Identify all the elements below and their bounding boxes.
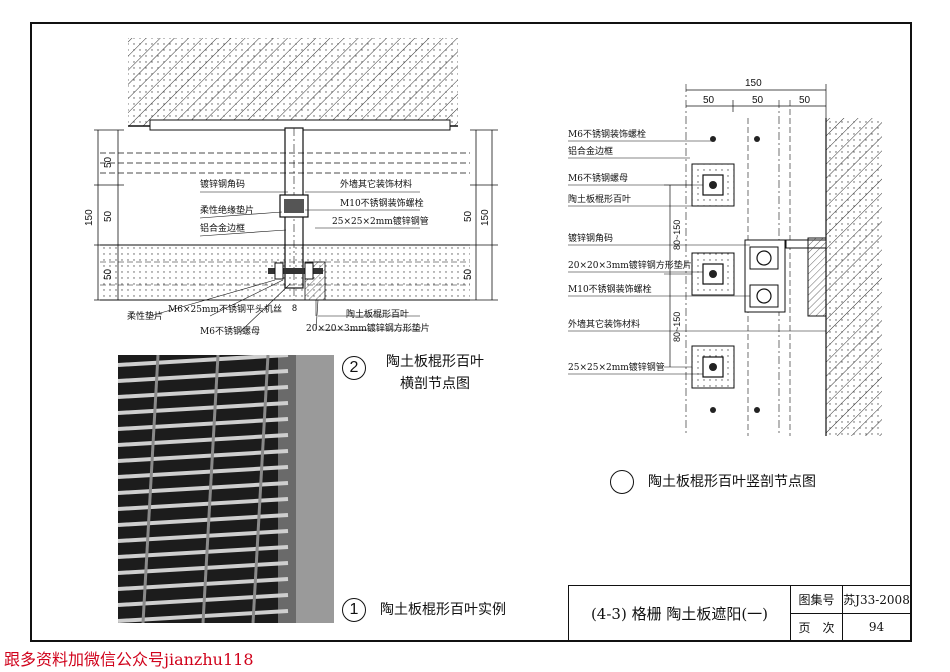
- dim-right-50a: 50: [463, 210, 474, 222]
- sheet-border: [30, 22, 912, 642]
- vertical-section-drawing: [568, 84, 882, 436]
- atlas-value: 苏J33-2008: [843, 586, 911, 614]
- drawing-3-number: [610, 470, 634, 494]
- label-steel-tube: 25×25×2mm镀锌钢管: [332, 217, 429, 227]
- dim-right-50b: 50: [463, 268, 474, 280]
- dim-top-50a: 50: [703, 95, 715, 106]
- dim-small-8: 8: [292, 303, 298, 313]
- drawing-1-number: 1: [342, 598, 366, 622]
- label-v-m6-bolt: M6不锈钢装饰螺栓: [568, 130, 646, 140]
- label-clay-louver: 陶土板棍形百叶: [346, 310, 410, 320]
- atlas-label: 图集号: [791, 586, 843, 614]
- label-v-alu-frame: 铝合金边框: [568, 147, 614, 157]
- dim-right-150: 150: [480, 209, 491, 226]
- dim-top-50b: 50: [752, 95, 764, 106]
- page-label: 页 次: [791, 614, 843, 641]
- dim-top-150: 150: [745, 78, 762, 89]
- horizontal-section-drawing: [94, 38, 498, 333]
- dim-left-50c: 50: [103, 268, 114, 280]
- dim-left-150: 150: [84, 209, 95, 226]
- dim-left-50b: 50: [103, 210, 114, 222]
- label-alu-frame: 铝合金边框: [200, 224, 246, 234]
- label-exterior-finish: 外墙其它装饰材料: [340, 180, 413, 190]
- drawing-1-caption: 陶土板棍形百叶实例: [380, 602, 506, 618]
- footer-promo-note: 跟多资料加微信公众号jianzhu118: [4, 650, 254, 669]
- label-m10-bolt: M10不锈钢装饰螺栓: [340, 199, 424, 209]
- label-v-m10-bolt: M10不锈钢装饰螺栓: [568, 285, 652, 295]
- label-flexible-pad: 柔性绝缘垫片: [200, 206, 255, 216]
- label-v-exterior-finish: 外墙其它装饰材料: [568, 320, 641, 330]
- drawing-2-caption-line1: 陶土板棍形百叶: [386, 354, 484, 370]
- drawing-2-caption-line2: 横剖节点图: [400, 376, 470, 392]
- dim-v-80-150a: 80~150: [672, 219, 682, 250]
- label-square-pad: 20×20×3mm镀锌钢方形垫片: [306, 324, 430, 334]
- louver-example-photo: [118, 355, 334, 623]
- label-v-square-pad: 20×20×3mm镀锌钢方形垫片: [568, 261, 692, 271]
- label-m6-screw: M6×25mm不锈钢平头机丝: [168, 305, 283, 315]
- title-block: (4-3) 格栅 陶土板遮阳(一) 图集号 苏J33-2008 页 次 94: [568, 585, 912, 642]
- label-m6-nut: M6不锈钢螺母: [200, 327, 260, 337]
- label-v-steel-tube: 25×25×2mm镀锌钢管: [568, 363, 665, 373]
- label-v-m6-nut: M6不锈钢螺母: [568, 174, 628, 184]
- page-value: 94: [843, 614, 911, 641]
- label-flex-pad2: 柔性垫片: [127, 312, 164, 322]
- label-v-clay-louver: 陶土板棍形百叶: [568, 195, 632, 205]
- dim-top-50c: 50: [799, 95, 811, 106]
- drawing-3-caption: 陶土板棍形百叶竖剖节点图: [648, 474, 816, 490]
- drawing-title: (4-3) 格栅 陶土板遮阳(一): [569, 586, 791, 641]
- dim-left-50a: 50: [103, 156, 114, 168]
- drawing-2-number: 2: [342, 356, 366, 380]
- label-galvanized-angle: 镀锌钢角码: [200, 180, 246, 190]
- label-v-galvanized-angle: 镀锌钢角码: [568, 234, 614, 244]
- dim-v-80-150b: 80~150: [672, 311, 682, 342]
